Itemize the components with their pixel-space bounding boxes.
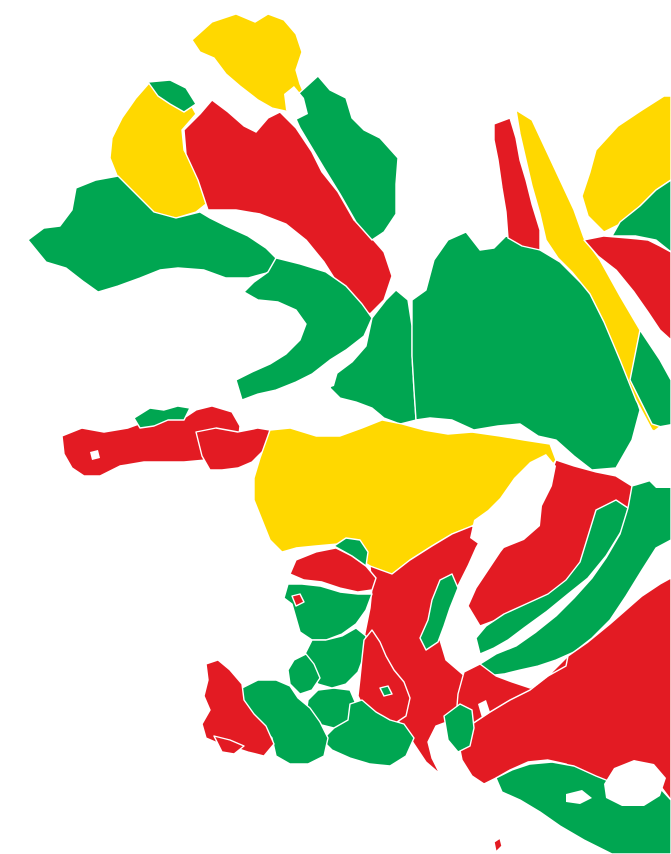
region-akranes-red[interactable]: [289, 547, 377, 593]
region-hvalfjordur-green[interactable]: [283, 583, 373, 641]
region-reykjanes-red[interactable]: [201, 659, 275, 757]
region-lower-green[interactable]: [443, 703, 475, 753]
region-hornstrandir[interactable]: [191, 13, 307, 113]
island-grimsey-red[interactable]: [291, 593, 305, 607]
glacier-langjokull: [470, 454, 556, 548]
region-northeast-green[interactable]: [611, 179, 671, 253]
region-hrutafjordur[interactable]: [329, 289, 417, 425]
lake-south: [566, 790, 592, 804]
region-strandir[interactable]: [291, 75, 399, 241]
region-snaefellsnes-east[interactable]: [195, 427, 271, 471]
region-isafjordur[interactable]: [183, 99, 393, 315]
region-skagafjordur-yellow[interactable]: [515, 109, 671, 441]
region-hunavatn[interactable]: [411, 231, 641, 471]
region-south-green-2[interactable]: [479, 475, 671, 677]
region-south-westfjords[interactable]: [235, 257, 373, 401]
region-reykjanes-yellow[interactable]: [213, 735, 245, 755]
region-akureyri-red[interactable]: [583, 235, 671, 341]
region-hafnarfjordur-green[interactable]: [321, 699, 415, 767]
glacier-south: [604, 760, 666, 806]
glacier-hofsjokull: [638, 424, 671, 488]
island-small-green[interactable]: [379, 685, 393, 697]
region-west-westfjords[interactable]: [27, 175, 277, 293]
region-south-green-inner[interactable]: [419, 573, 459, 651]
region-snaefellsnes-green[interactable]: [133, 405, 191, 429]
region-capital-red[interactable]: [357, 629, 411, 725]
region-northwest-strip[interactable]: [147, 79, 197, 113]
lake-snaefellsnes: [90, 450, 100, 460]
region-reykjavik-green[interactable]: [287, 653, 321, 695]
island-hrisey-red[interactable]: [493, 837, 503, 853]
fjord-breidafjordur: [314, 366, 338, 390]
lake-inland: [478, 700, 490, 718]
region-trollaskagi-red[interactable]: [493, 117, 541, 251]
region-kjos-green[interactable]: [333, 537, 369, 567]
fjord-isafjardardjup: [284, 86, 308, 120]
